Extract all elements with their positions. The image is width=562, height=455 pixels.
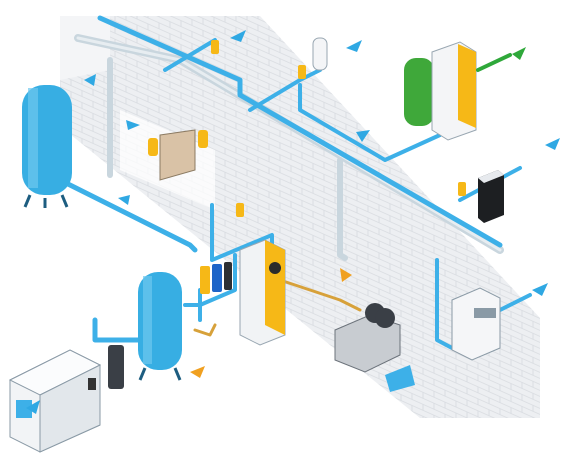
air-arrow-icon bbox=[118, 195, 130, 205]
small-vessel bbox=[312, 37, 328, 71]
air-arrow-icon bbox=[26, 400, 40, 414]
condensate-line bbox=[193, 323, 217, 337]
compressor-panel bbox=[16, 400, 32, 418]
vertical-air-receiver-lower bbox=[138, 272, 182, 381]
filter-cluster bbox=[200, 262, 232, 294]
flow-arrows bbox=[26, 30, 560, 414]
brick-wall bbox=[60, 16, 540, 418]
condensate-arrow-icon bbox=[340, 268, 352, 282]
inline-filters bbox=[211, 40, 466, 217]
air-arrow-icon bbox=[356, 130, 370, 142]
condensate-line bbox=[278, 278, 362, 312]
breathing-air-unit bbox=[451, 287, 501, 361]
air-compressor bbox=[8, 349, 102, 453]
vertical-air-receiver-left bbox=[22, 85, 72, 208]
air-arrow-icon bbox=[84, 74, 96, 86]
air-arrow-icon bbox=[346, 40, 362, 52]
nitrogen-generator bbox=[404, 41, 526, 141]
desiccant-dryer bbox=[239, 239, 286, 346]
dryer-unit bbox=[108, 345, 124, 389]
nitrogen-arrow-icon bbox=[512, 47, 526, 60]
point-of-use-dryer bbox=[478, 170, 504, 223]
air-arrow-icon bbox=[532, 283, 548, 296]
air-arrow-icon bbox=[545, 138, 560, 150]
oil-water-separator bbox=[334, 303, 415, 392]
condensate-arrow-icon bbox=[190, 366, 205, 378]
wall-filter-pair bbox=[148, 129, 208, 181]
air-arrow-icon bbox=[126, 120, 140, 130]
air-arrow-icon bbox=[230, 30, 246, 42]
